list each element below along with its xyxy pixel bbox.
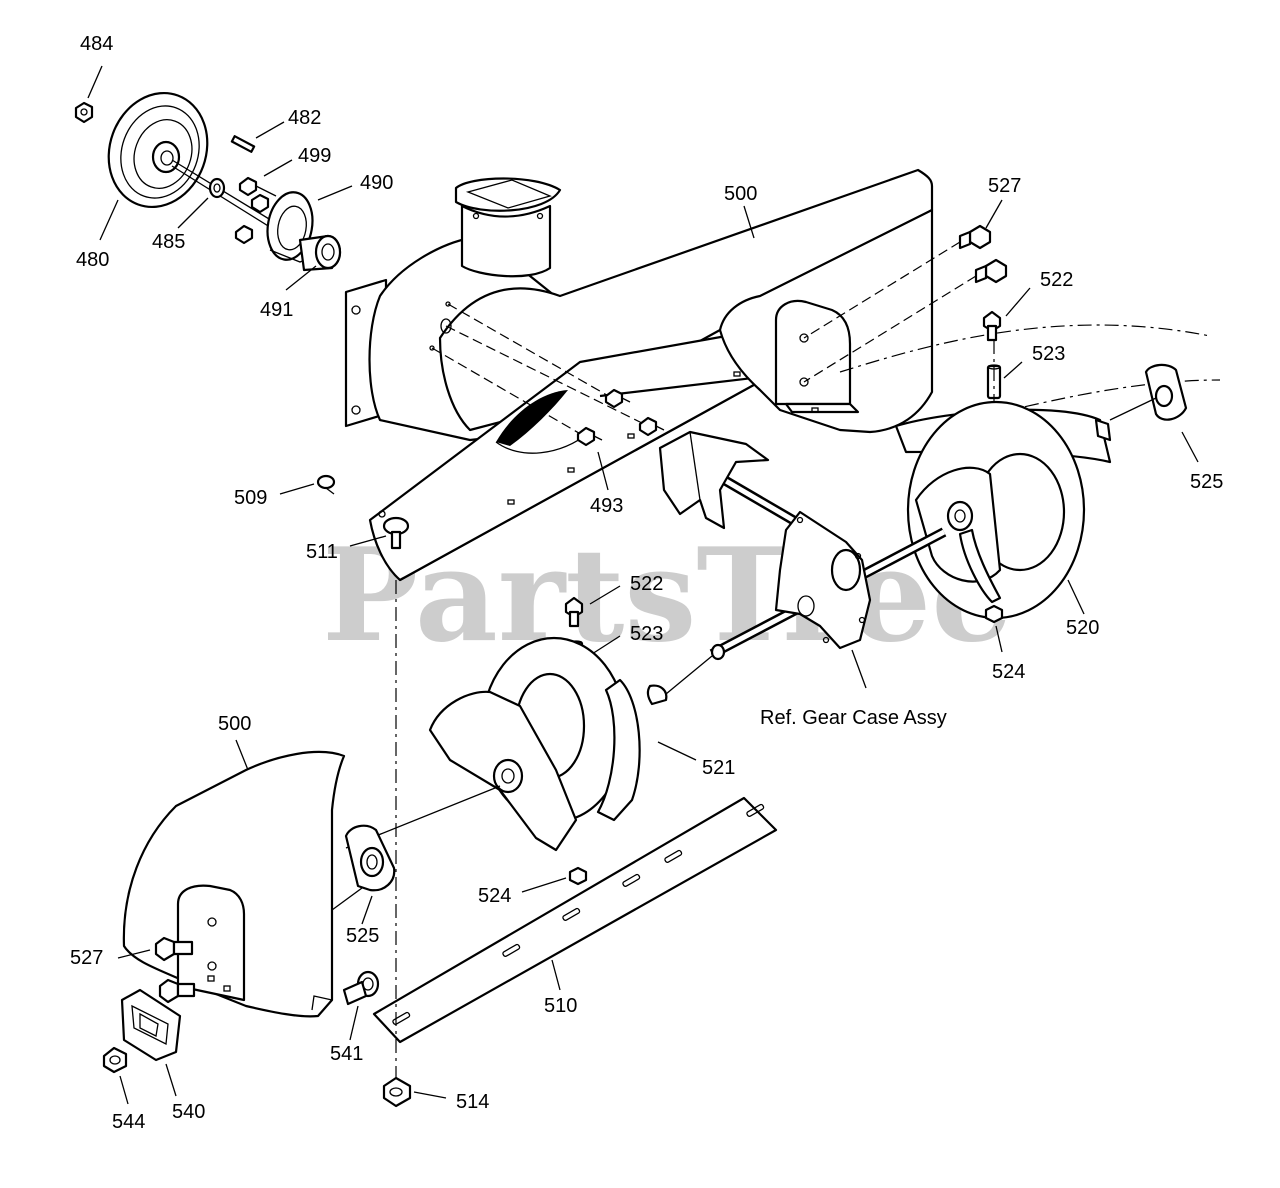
callout-499: 499 [298,145,331,167]
auger-520[interactable] [894,400,1112,620]
callout-541: 541 [330,1043,363,1065]
bearing-491[interactable] [298,234,342,272]
key-482[interactable] [230,135,256,153]
callout-520: 520 [1066,617,1099,639]
bolt-499-c[interactable] [234,224,254,245]
spacer-485[interactable] [208,177,226,199]
leader-541 [349,1005,359,1041]
callout-493: 493 [590,495,623,517]
bolt-527-left-a[interactable] [154,936,194,962]
carriage-bolt-511[interactable] [382,516,410,550]
leader-544 [119,1075,129,1105]
leader-525-left [361,895,373,925]
bolt-522-mid[interactable] [564,596,584,628]
callout-524-mid: 524 [478,885,511,907]
callout-480: 480 [76,249,109,271]
callout-500-top: 500 [724,183,757,205]
leader-484 [87,65,103,99]
bolt-527-top-b[interactable] [803,258,1008,383]
leader-524-mid [521,877,567,893]
callout-524-right: 524 [992,661,1025,683]
callout-500-bottom: 500 [218,713,251,735]
leader-524-right [995,625,1003,653]
pulley-480[interactable] [93,79,223,221]
auger-housing-side-500[interactable] [122,750,346,1018]
leader-522-mid [589,585,621,605]
nut-514[interactable] [382,1076,412,1108]
leader-gear-case [851,649,867,689]
callout-509: 509 [234,487,267,509]
leader-500-bottom [235,739,249,771]
callout-484: 484 [80,33,113,55]
leader-491 [285,265,317,291]
leader-500-top [743,205,755,239]
callout-521: 521 [702,757,735,779]
callout-523-mid: 523 [630,623,663,645]
bolt-493-b[interactable] [638,416,665,437]
shave-plate-510[interactable] [372,796,778,1044]
callout-511: 511 [306,541,338,563]
bolt-493-a[interactable] [604,388,631,409]
leader-480 [99,199,119,241]
leader-525-right [1181,431,1199,463]
callout-525-right: 525 [1190,471,1223,493]
dash-line-2 [445,325,649,427]
nut-524-mid[interactable] [568,866,588,886]
leader-499 [263,159,293,177]
screw-509[interactable] [316,474,336,495]
callout-491: 491 [260,299,293,321]
callout-523-right: 523 [1032,343,1065,365]
leader-511 [349,535,387,547]
leader-493 [597,451,609,491]
callout-482: 482 [288,107,321,129]
callout-510: 510 [544,995,577,1017]
nut-544[interactable] [102,1046,128,1074]
leader-527-top [985,199,1003,229]
callout-514: 514 [456,1091,489,1113]
leader-523-mid [591,635,621,655]
skid-shoe-540[interactable] [120,988,182,1062]
bolt-499-a[interactable] [238,176,277,197]
callout-labels: 484 482 499 490 480 485 491 500 527 522 … [70,33,1223,1133]
callout-490: 490 [360,172,393,194]
leader-514 [413,1091,447,1099]
leader-510 [551,959,561,991]
dash-line-1 [447,303,613,399]
callout-485: 485 [152,231,185,253]
bolt-541[interactable] [342,970,380,1006]
nut-484[interactable] [74,101,94,124]
auger-housing-500[interactable] [344,168,934,582]
dashdot-upper [839,324,1211,373]
leader-482 [255,121,285,139]
gear-case-assembly[interactable] [658,430,947,661]
bolt-493-c[interactable] [576,426,603,447]
leader-490 [317,185,353,201]
bolt-527-top-a[interactable] [803,224,992,339]
callout-544: 544 [112,1111,145,1133]
leader-520 [1067,579,1085,615]
gear-case-reference-label: Ref. Gear Case Assy [760,707,947,729]
bearing-flange-525-right[interactable] [1109,363,1188,421]
callout-525-left: 525 [346,925,379,947]
callout-522-mid: 522 [630,573,663,595]
bolt-522-right[interactable] [982,310,1002,342]
bolt-499-b[interactable] [250,193,270,214]
leader-521 [657,741,697,761]
bolt-527-left-b[interactable] [158,978,196,1004]
auger-521[interactable] [428,636,713,852]
leader-527-left [117,949,151,959]
leader-485 [177,197,209,229]
leader-540 [165,1063,177,1097]
callout-527-left: 527 [70,947,103,969]
callout-527-top: 527 [988,175,1021,197]
leader-522-right [1005,287,1031,317]
bearing-flange-525-left[interactable] [331,824,396,911]
callout-522-right: 522 [1040,269,1073,291]
nut-524-right[interactable] [984,604,1004,624]
callout-540: 540 [172,1101,205,1123]
leader-523-right [1003,361,1023,379]
leader-509 [279,483,315,495]
